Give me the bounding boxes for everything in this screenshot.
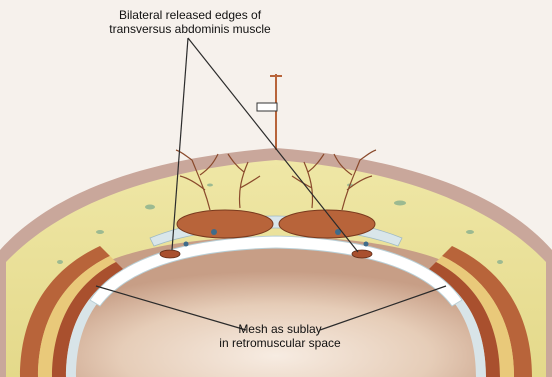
callout-mesh-sublay-line1: Mesh as sublay	[190, 322, 370, 336]
callout-mesh-sublay: Mesh as sublay in retromuscular space	[190, 322, 370, 350]
left-released-edge	[160, 250, 180, 258]
right-released-edge	[352, 250, 372, 258]
callout-released-edges-line1: Bilateral released edges of	[90, 8, 290, 22]
callout-mesh-sublay-line2: in retromuscular space	[190, 336, 370, 350]
right-rectus-muscle	[279, 210, 375, 238]
callout-released-edges-line2: transversus abdominis muscle	[90, 22, 290, 36]
left-rectus-muscle	[177, 210, 273, 238]
callout-released-edges: Bilateral released edges of transversus …	[90, 8, 290, 36]
abdominal-cavity	[60, 236, 492, 377]
